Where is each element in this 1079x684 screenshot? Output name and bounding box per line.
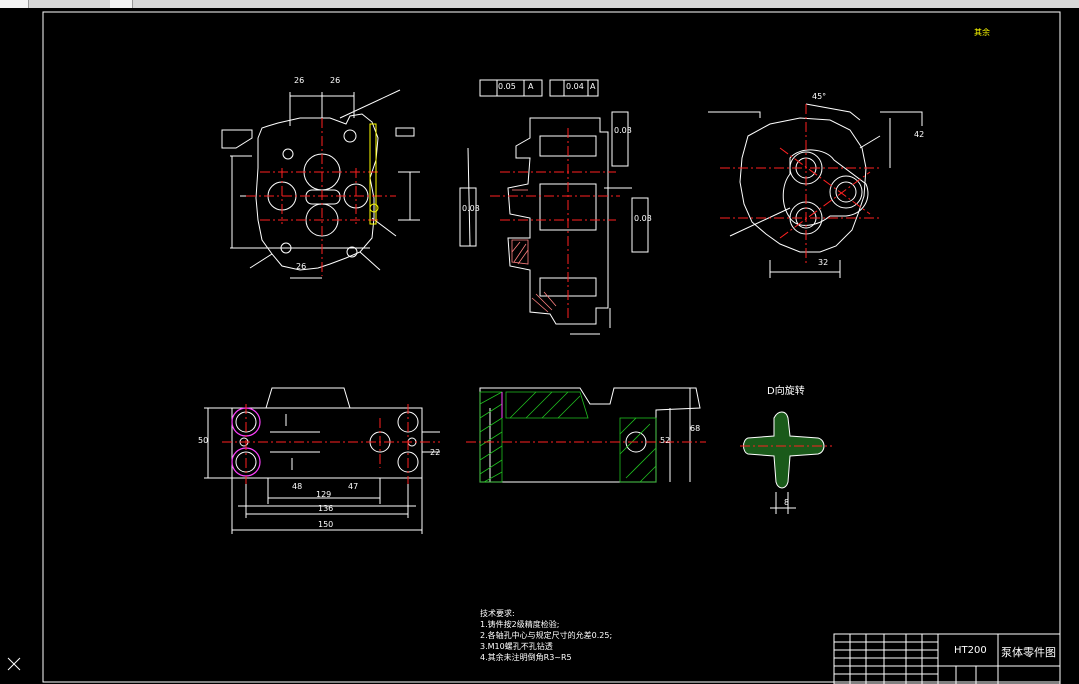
notes-title: 技术要求: xyxy=(480,609,515,618)
front-view-centerlines xyxy=(246,118,396,276)
dimension-text: 50 xyxy=(198,436,209,445)
rear-view xyxy=(708,103,923,278)
section-view-centerlines xyxy=(490,128,620,318)
dimension-text: 45° xyxy=(812,92,827,101)
dimension-text: 129 xyxy=(316,490,332,499)
dimension-text: 26 xyxy=(330,76,341,85)
side-section-hatch xyxy=(479,391,657,483)
ucs-axis-icon xyxy=(6,656,26,679)
dimension-text: 52 xyxy=(660,436,671,445)
note-line: 4.其余未注明倒角R3~R5 xyxy=(480,653,572,662)
cad-drawing xyxy=(42,11,1061,684)
tolerance-text: 0.04 xyxy=(566,82,584,91)
tolerance-text: 0.03 xyxy=(634,214,652,223)
dimension-text: 26 xyxy=(296,262,307,271)
note-line: 2.各轴孔中心与规定尺寸的允差0.25; xyxy=(480,631,613,640)
dimension-text: 68 xyxy=(690,424,701,433)
drawing-canvas[interactable]: 26 26 48 47 129 136 150 26 32 50 22 52 6… xyxy=(0,8,1079,684)
datum-text: A xyxy=(528,82,534,91)
tolerance-text: 0.03 xyxy=(614,126,632,135)
surface-finish-note: 其余 xyxy=(974,28,990,37)
rear-view-centerlines xyxy=(720,104,880,264)
d-view-cross xyxy=(743,411,825,514)
file-tab[interactable] xyxy=(110,0,133,8)
material-label: HT200 xyxy=(954,645,987,656)
tolerance-text: 0.03 xyxy=(462,204,480,213)
front-view xyxy=(221,89,420,279)
tolerance-text: 0.05 xyxy=(498,82,516,91)
title-block xyxy=(833,633,1061,684)
dimension-text: 42 xyxy=(914,130,925,139)
side-section xyxy=(479,387,701,483)
d-view-label: D向旋转 xyxy=(767,386,805,397)
note-line: 1.铸件按2级精度检验; xyxy=(480,620,560,629)
top-view-centerlines xyxy=(222,404,440,484)
dimension-text: 136 xyxy=(318,504,334,513)
note-line: 3.M10螺孔不孔钻透 xyxy=(480,642,553,651)
dimension-text: 26 xyxy=(294,76,305,85)
file-tab[interactable] xyxy=(0,0,29,8)
dimension-text: 22 xyxy=(430,448,441,457)
front-view-yellow xyxy=(369,123,379,225)
part-name-label: 泵体零件图 xyxy=(1001,646,1056,659)
window-tab-strip xyxy=(0,0,1079,8)
dimension-text: 48 xyxy=(292,482,303,491)
dimension-text: 8 xyxy=(784,498,790,507)
dimension-text: 47 xyxy=(348,482,359,491)
datum-text: A xyxy=(590,82,596,91)
section-view-hatch xyxy=(511,189,557,313)
dimension-text: 32 xyxy=(818,258,829,267)
section-view xyxy=(459,79,649,335)
top-view xyxy=(204,387,440,534)
dimension-text: 150 xyxy=(318,520,334,529)
technical-requirements: 技术要求: 1.铸件按2级精度检验; 2.各轴孔中心与规定尺寸的允差0.25; … xyxy=(480,608,612,663)
